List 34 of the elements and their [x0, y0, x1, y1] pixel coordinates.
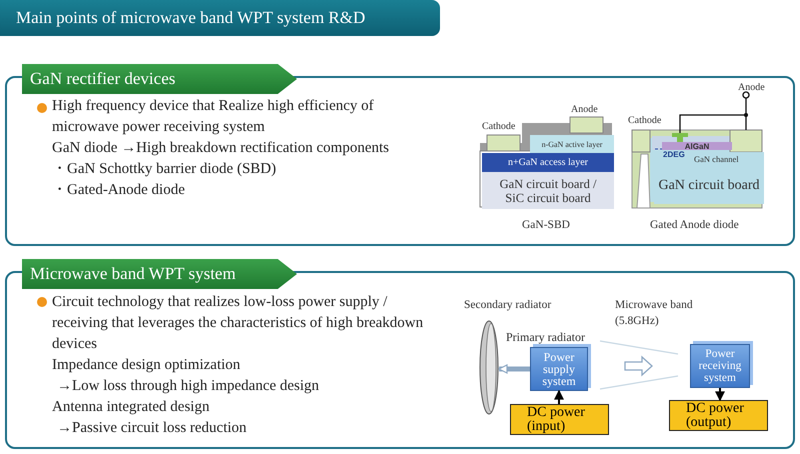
substrate-layer: GaN circuit board [654, 167, 764, 204]
section-heading-tab: GaN rectifier devices [22, 64, 297, 94]
part-label: Anode [738, 82, 765, 93]
section-heading-tab: Microwave band WPT system [22, 259, 297, 289]
system-box: Power supply system [530, 347, 588, 391]
semiconductor-layer: n-GaN active layer [530, 135, 614, 153]
part-label: Anode [571, 104, 598, 115]
caption-text: Secondary radiator [464, 299, 552, 311]
power-box: DC power (output) [669, 400, 768, 431]
body-text: GaN diode →High breakdown rectification components [52, 139, 390, 158]
body-text: Circuit technology that realizes low-loss power supply / receiving that leverages the characteristics of high breakdown devices [52, 293, 424, 354]
substrate-layer: GaN circuit board / SiC circuit board [482, 172, 614, 209]
part-label: 2DEG [663, 150, 685, 159]
body-text: Impedance design optimization [52, 356, 242, 375]
figure-caption: GaN-SBD [522, 219, 570, 231]
arrow [498, 364, 530, 374]
body-text: →Passive circuit loss reduction [57, 419, 248, 438]
body-text: →Low loss through high impedance design [57, 377, 320, 396]
body-text: High frequency device that Realize high efficiency of microwave power receiving system [52, 97, 375, 137]
arrow [715, 388, 725, 401]
body-text: ・Gated-Anode diode [52, 181, 186, 200]
body-text: ・GaN Schottky barrier diode (SBD) [52, 160, 278, 179]
body-text: Antenna integrated design [52, 398, 210, 417]
arrow [554, 390, 564, 404]
part-label: Primary radiator [506, 330, 585, 345]
part-label: Cathode [628, 115, 662, 126]
part-label: Cathode [482, 121, 516, 132]
system-box: Power receiving system [690, 344, 750, 388]
title-banner: Main points of microwave band WPT system R&D [0, 0, 440, 36]
semiconductor-layer: AlGaN [662, 142, 732, 150]
power-box: DC power (input) [510, 404, 609, 435]
part-label: Microwave band (5.8GHz) [615, 298, 694, 329]
semiconductor-layer: n+GaN access layer [482, 153, 614, 172]
figure-caption: Gated Anode diode [650, 219, 739, 231]
